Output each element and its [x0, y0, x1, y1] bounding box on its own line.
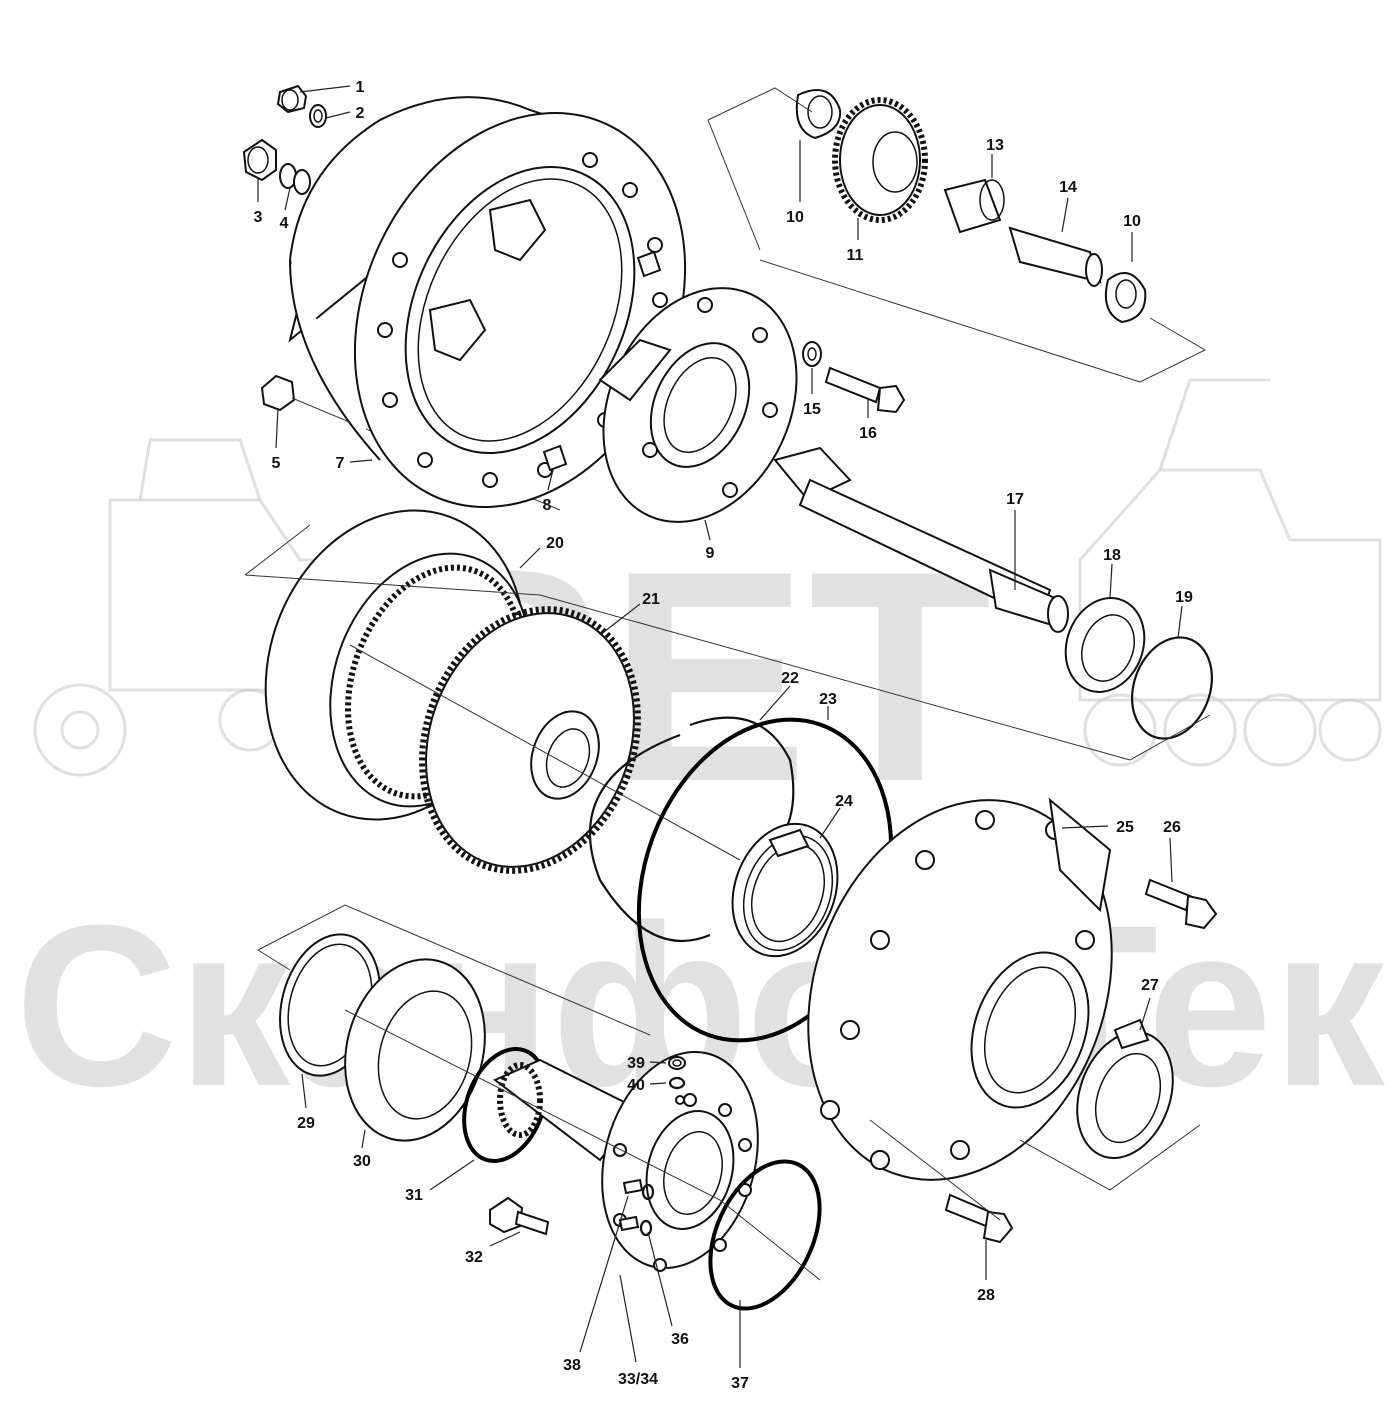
callout-3: 3 [254, 209, 263, 226]
callout-15: 15 [803, 401, 821, 418]
callout-31: 31 [405, 1187, 423, 1204]
callout-39: 39 [627, 1055, 645, 1072]
part-39-plug [668, 1056, 686, 1070]
carrier-axis-line [869, 1119, 1201, 1221]
part-4-washers [279, 163, 311, 195]
callout-24: 24 [835, 793, 853, 810]
callout-16: 16 [859, 425, 877, 442]
callout-25: 25 [1116, 819, 1134, 836]
part-10b-thrust-washer [1104, 271, 1147, 324]
callout-32: 32 [465, 1249, 483, 1266]
part-27-bearing [1076, 1018, 1174, 1159]
part-11-planet-gear [832, 97, 928, 223]
callout-22: 22 [781, 670, 799, 687]
callout-19: 19 [1175, 589, 1193, 606]
callout-14: 14 [1059, 179, 1077, 196]
part-25-hub-carrier [807, 797, 1113, 1181]
callout-27: 27 [1141, 977, 1159, 994]
bottom-axis-line [257, 904, 821, 1281]
part-26-bolt [1144, 878, 1218, 930]
callout-13: 13 [986, 137, 1004, 154]
part-24-bearing [731, 822, 839, 958]
callout-10b: 10 [1123, 213, 1141, 230]
part-2-washer [309, 104, 327, 128]
callout-17: 17 [1006, 491, 1024, 508]
callout-9: 9 [706, 545, 715, 562]
callout-11: 11 [847, 247, 864, 264]
part-21-gear-hub [419, 606, 641, 874]
part-7-housing [288, 96, 687, 509]
part-40-seal-ring [668, 1076, 686, 1090]
part-28-bolt [944, 1193, 1014, 1244]
callout-10a: 10 [786, 209, 804, 226]
callout-5: 5 [272, 455, 281, 472]
callout-38: 38 [563, 1357, 581, 1374]
part-3-plug [242, 138, 277, 182]
callout-37: 37 [731, 1375, 749, 1392]
callout-23: 23 [819, 691, 837, 708]
callout-labels: 1 2 3 4 5 7 8 9 10 10 11 13 14 15 16 17 … [254, 79, 1193, 1392]
callout-33-34: 33/34 [618, 1371, 658, 1388]
callout-36: 36 [671, 1331, 689, 1348]
callout-18: 18 [1103, 547, 1121, 564]
callout-29: 29 [297, 1115, 315, 1132]
part-30-seal-housing [344, 958, 486, 1142]
part-13-needle-bearing [943, 178, 1005, 234]
part-9-planet-carrier [598, 287, 798, 523]
callout-20: 20 [546, 535, 564, 552]
callout-8: 8 [543, 497, 552, 514]
part-18-lock-nut [1064, 597, 1146, 693]
callout-4: 4 [280, 215, 289, 232]
part-8-dowel-pins [542, 250, 662, 472]
callout-28: 28 [977, 1287, 995, 1304]
part-17-sun-shaft [773, 446, 1069, 633]
part-15-washer [802, 341, 822, 367]
watermark-excavator-right-icon [1078, 378, 1382, 767]
middle-axis-line [244, 524, 1211, 761]
part-36-o-rings [639, 1183, 655, 1237]
part-31-o-ring [462, 1046, 548, 1164]
part-37-o-ring [708, 1159, 822, 1311]
callout-2: 2 [356, 105, 365, 122]
callout-1: 1 [356, 79, 365, 96]
part-1-plug [276, 84, 308, 114]
planet-group-frame [707, 87, 1207, 383]
part-16-bolt [824, 366, 906, 414]
callout-21: 21 [642, 591, 660, 608]
callout-26: 26 [1163, 819, 1181, 836]
callout-7: 7 [336, 455, 345, 472]
part-10-thrust-washer [795, 89, 842, 140]
leader-lines [257, 85, 1183, 1368]
part-38-pins [618, 1178, 644, 1232]
part-19-snap-ring [1131, 636, 1213, 740]
part-14-planet-pin [1008, 226, 1103, 287]
part-32-bolt [489, 1196, 550, 1236]
part-22-retaining-ring [588, 716, 795, 943]
callout-40: 40 [627, 1077, 645, 1094]
callout-30: 30 [353, 1153, 371, 1170]
